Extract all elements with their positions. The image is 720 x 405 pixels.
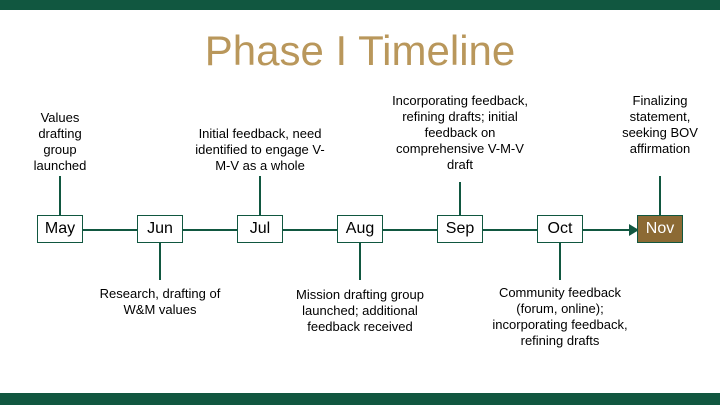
connector-sep xyxy=(459,182,461,216)
month-jul: Jul xyxy=(237,215,283,243)
note-sep: Incorporating feedback, refining drafts;… xyxy=(392,93,528,172)
top-bar xyxy=(0,0,720,10)
month-aug: Aug xyxy=(337,215,383,243)
connector-oct xyxy=(559,243,561,280)
month-nov: Nov xyxy=(637,215,683,243)
connector-jun xyxy=(159,243,161,280)
connector-nov xyxy=(659,176,661,216)
month-jun: Jun xyxy=(137,215,183,243)
timeline-arrow-icon xyxy=(629,224,639,236)
note-oct: Community feedback (forum, online); inco… xyxy=(492,285,628,348)
note-aug: Mission drafting group launched; additio… xyxy=(296,287,424,334)
connector-jul xyxy=(259,176,261,216)
connector-may xyxy=(59,176,61,216)
month-may: May xyxy=(37,215,83,243)
month-sep: Sep xyxy=(437,215,483,243)
slide-title: Phase I Timeline xyxy=(204,27,516,74)
note-may: Values drafting group launched xyxy=(33,110,87,173)
bottom-bar xyxy=(0,393,720,405)
note-nov: Finalizing statement, seeking BOV affirm… xyxy=(622,93,698,156)
connector-aug xyxy=(359,243,361,280)
month-oct: Oct xyxy=(537,215,583,243)
note-jun: Research, drafting of W&M values xyxy=(99,286,221,317)
note-jul: Initial feedback, need identified to eng… xyxy=(195,126,325,173)
